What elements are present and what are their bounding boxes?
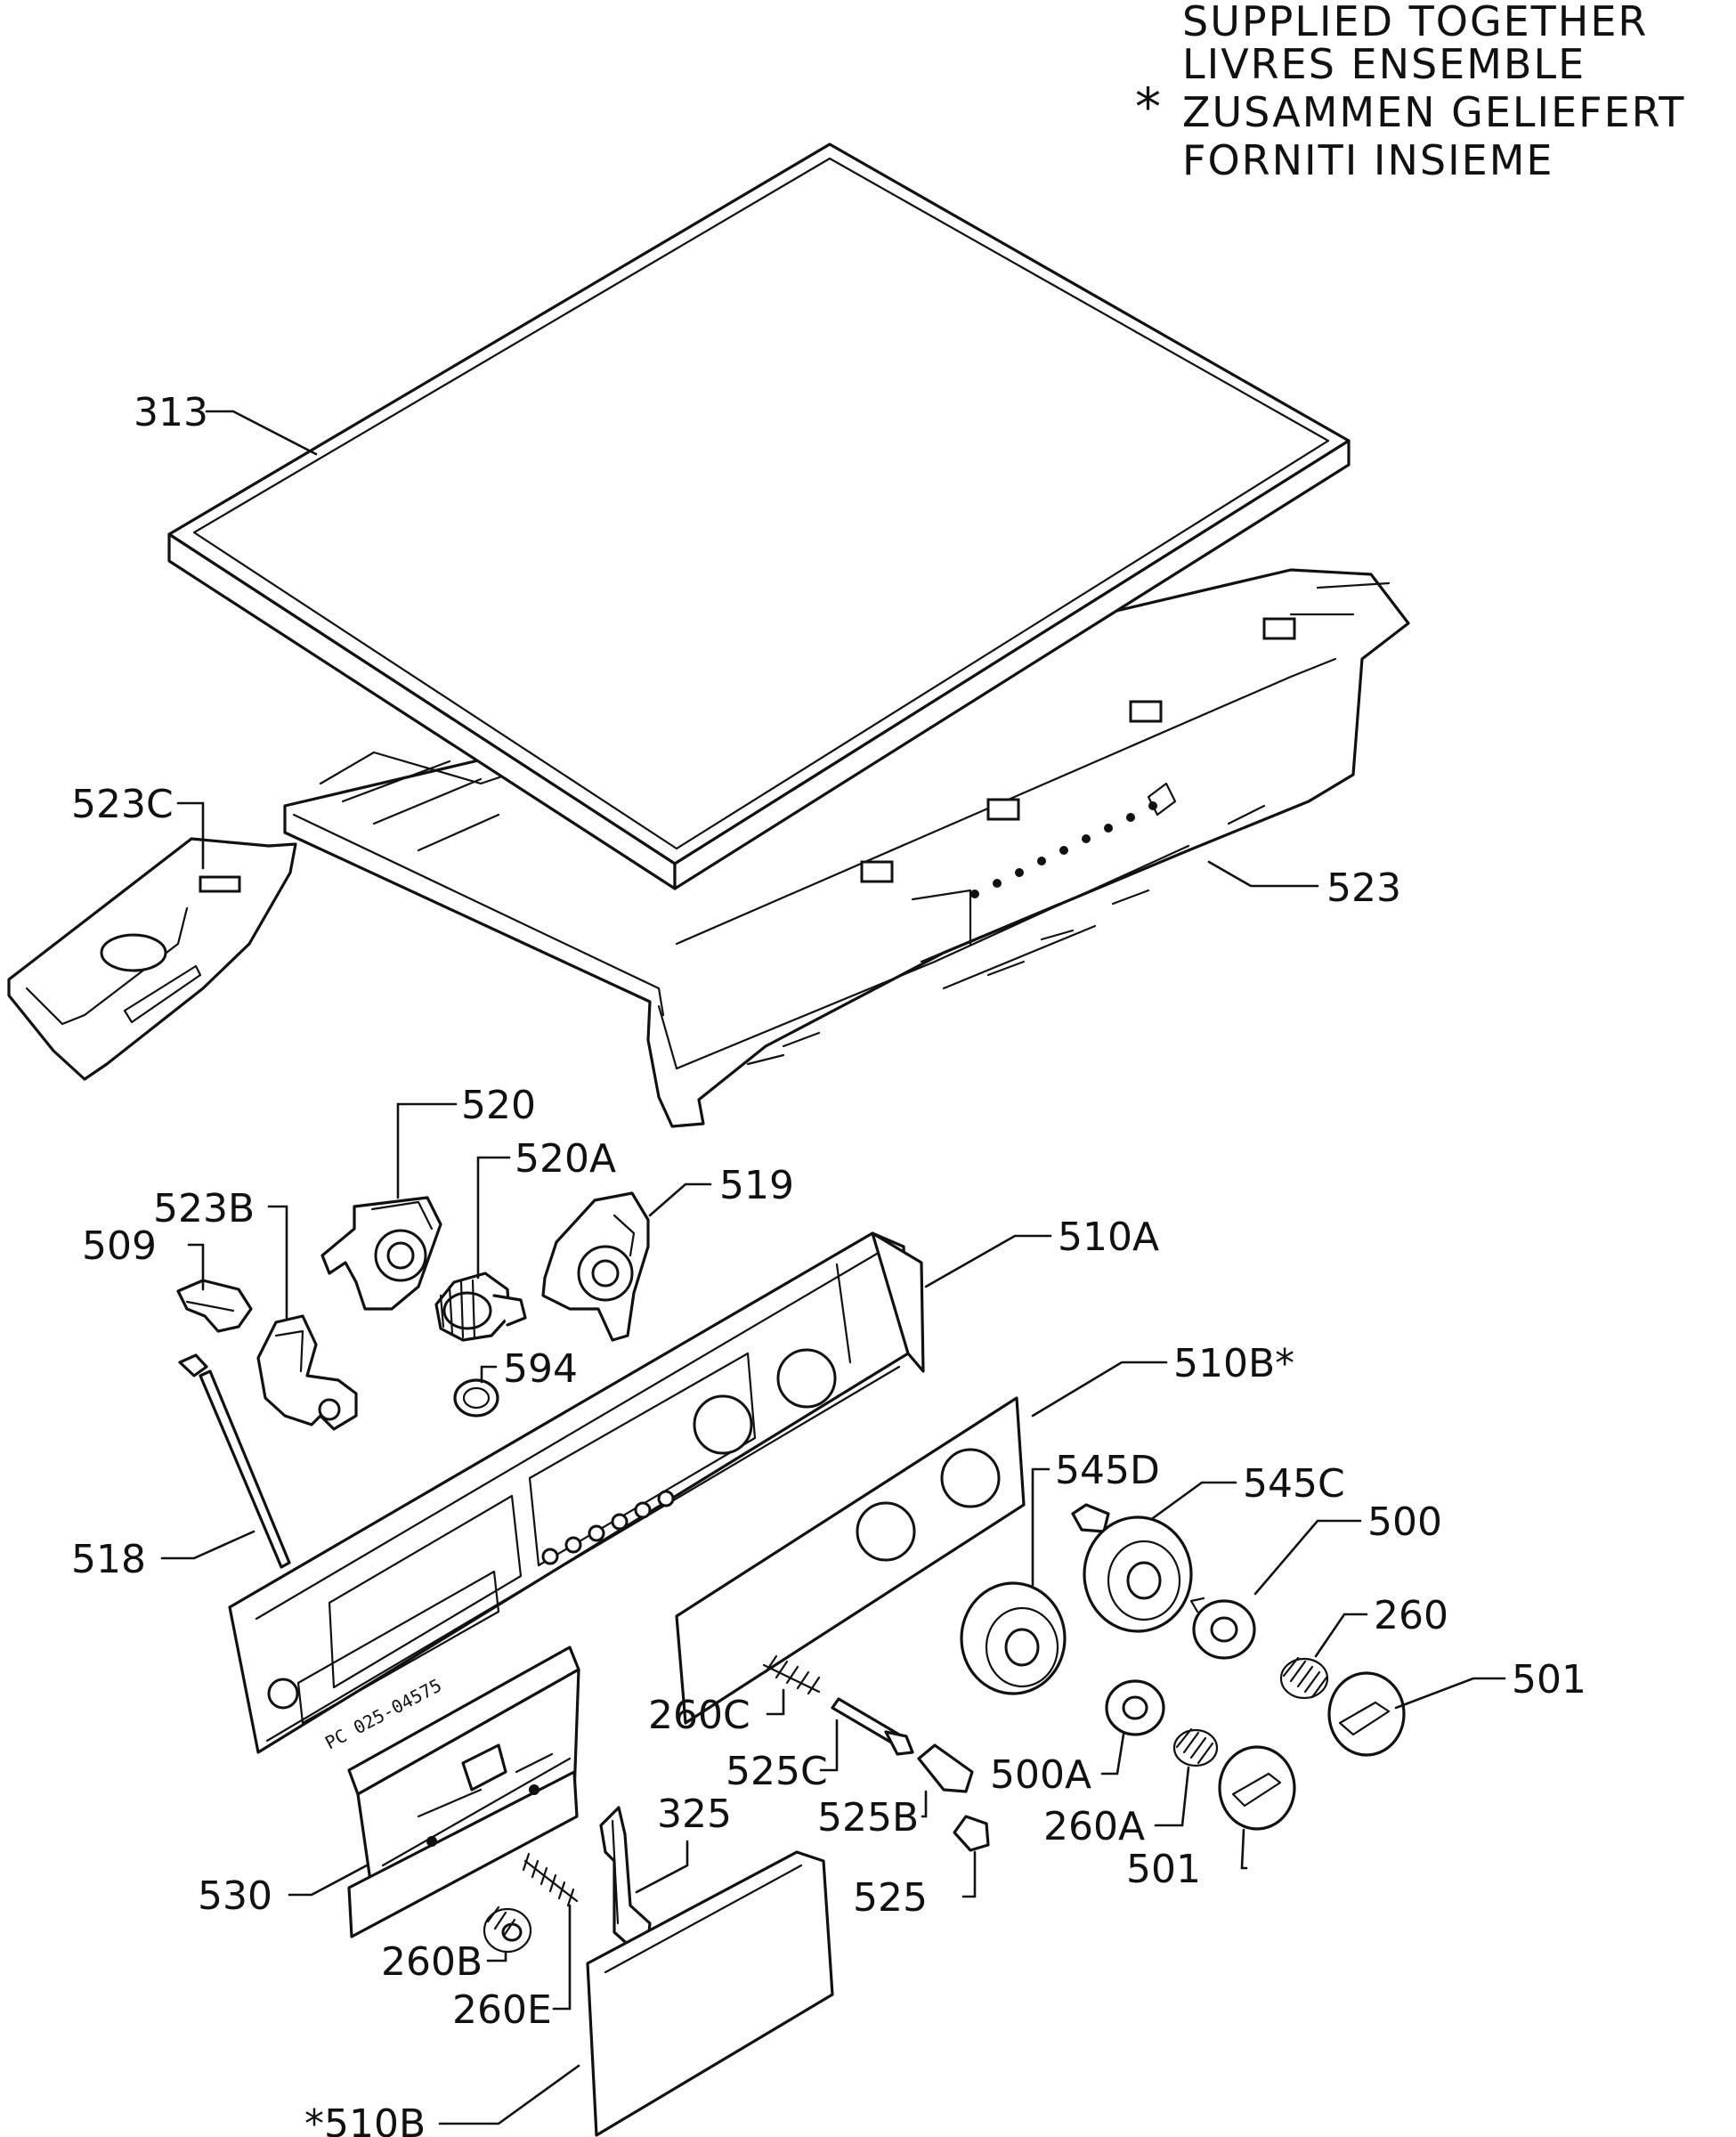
part-520A-gear [434, 1272, 527, 1342]
label-260B: 260B [381, 1939, 483, 1985]
note-line-1: SUPPLIED TOGETHER [1182, 0, 1648, 45]
part-313-lid [167, 142, 1351, 890]
part-523-frame [283, 568, 1410, 1128]
part-260A-spring [1172, 1727, 1219, 1767]
label-260: 260 [1374, 1593, 1448, 1638]
part-510B-cover [586, 1850, 834, 2137]
label-545C: 545C [1243, 1461, 1345, 1507]
part-260-spring [1279, 1656, 1329, 1700]
label-523C: 523C [71, 782, 174, 827]
label-519: 519 [719, 1163, 794, 1208]
part-545D-housing [960, 1581, 1067, 1695]
label-510B-star: 510B* [1173, 1341, 1294, 1386]
part-501-knob-lower [1218, 1745, 1296, 1831]
label-594: 594 [503, 1346, 578, 1392]
label-260A: 260A [1043, 1804, 1145, 1849]
label-545D: 545D [1055, 1448, 1160, 1493]
label-523B: 523B [153, 1186, 255, 1231]
part-518-rod [178, 1353, 291, 1569]
part-519-bracket [541, 1191, 650, 1342]
label-500: 500 [1367, 1499, 1442, 1545]
label-510B-lower: *510B [304, 2101, 426, 2137]
part-509-clip [176, 1279, 253, 1333]
part-530-door [347, 1645, 580, 1938]
note-line-3: ZUSAMMEN GELIEFERT [1182, 88, 1685, 136]
leader-lines [160, 410, 1506, 2125]
part-520-bracket [320, 1196, 442, 1311]
part-510B-front-panel [675, 1396, 1026, 1725]
part-525-button [953, 1815, 990, 1852]
note-asterisk: * [1135, 77, 1161, 137]
label-523: 523 [1326, 865, 1401, 911]
part-260C-spring [762, 1654, 821, 1695]
label-501-upper: 501 [1512, 1657, 1586, 1702]
label-325: 325 [657, 1792, 732, 1837]
part-500-ring [1189, 1597, 1256, 1660]
part-545C-housing [1071, 1503, 1193, 1633]
supplied-together-note: SUPPLIED TOGETHER LIVRES ENSEMBLE * ZUSA… [1135, 0, 1685, 184]
part-260B-spring [483, 1905, 532, 1954]
part-525B-cap [917, 1743, 974, 1793]
part-594-knob [453, 1378, 499, 1418]
part-labels: 313 523C 523 520 520A 519 523B 509 510A … [71, 390, 1586, 2137]
part-501-knob-upper [1327, 1671, 1406, 1757]
part-260E-spring [522, 1852, 579, 1907]
label-501-lower: 501 [1126, 1847, 1201, 1892]
note-line-4: FORNITI INSIEME [1182, 136, 1553, 184]
part-523C-bracket [7, 837, 297, 1081]
label-260C: 260C [648, 1693, 750, 1738]
label-525: 525 [853, 1875, 928, 1921]
label-525B: 525B [817, 1795, 919, 1840]
note-line-2: LIVRES ENSEMBLE [1182, 40, 1586, 88]
part-525C-pin [831, 1697, 914, 1756]
label-260E: 260E [452, 1987, 552, 2033]
part-325-lever [599, 1806, 652, 1950]
part-500A-ring [1105, 1679, 1165, 1736]
label-509: 509 [82, 1223, 157, 1269]
label-520A: 520A [515, 1136, 616, 1182]
label-510A: 510A [1058, 1215, 1159, 1260]
label-520: 520 [461, 1083, 536, 1128]
label-518: 518 [71, 1537, 146, 1582]
part-523B-latch [256, 1314, 358, 1431]
label-525C: 525C [726, 1749, 828, 1794]
label-313: 313 [134, 390, 208, 435]
label-530: 530 [198, 1873, 272, 1919]
label-500A: 500A [990, 1752, 1091, 1798]
